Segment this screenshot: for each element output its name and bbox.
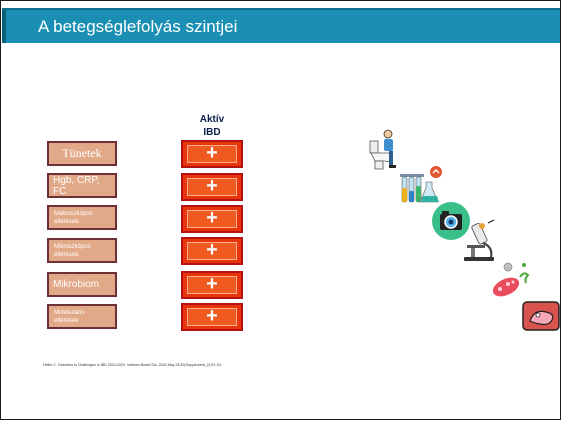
row-label-line2: eltérések bbox=[54, 251, 79, 258]
title-bar: A betegséglefolyás szintjei bbox=[2, 8, 560, 43]
plus-sign: + bbox=[206, 305, 218, 327]
plus-cell-inner bbox=[187, 276, 237, 294]
plus-cell-inner bbox=[187, 242, 237, 260]
plus-cell: + bbox=[181, 237, 243, 265]
plus-cell: + bbox=[181, 303, 243, 331]
row-label-text: Mikrobiom bbox=[53, 279, 100, 290]
plus-cell-inner bbox=[187, 210, 237, 228]
plus-cell: + bbox=[181, 205, 243, 233]
toilet-person-icon bbox=[369, 129, 396, 170]
row-label-macroscopic: Makroszkópos eltérések bbox=[47, 205, 117, 230]
row-label-microbiome: Mikrobiom bbox=[47, 272, 117, 297]
plus-cell: + bbox=[181, 271, 243, 299]
citation: Heller C. Overview to Challenges in IBD … bbox=[43, 363, 222, 367]
plus-sign: + bbox=[206, 142, 218, 164]
row-label-line2: eltérések bbox=[54, 317, 79, 324]
plus-sign: + bbox=[206, 207, 218, 229]
column-header-line2: IBD bbox=[203, 127, 221, 138]
plus-cell: + bbox=[181, 173, 243, 201]
row-label-microscopic: Mikroszkópos eltérések bbox=[47, 238, 117, 263]
row-label-line1: Molekuláris bbox=[54, 309, 85, 316]
column-header-line1: Aktív bbox=[199, 114, 225, 125]
row-label-line2: eltérések bbox=[54, 218, 79, 225]
row-label-molecular: Molekuláris eltérések bbox=[47, 304, 117, 329]
plus-sign: + bbox=[206, 175, 218, 197]
row-label-text: Tünetek bbox=[62, 146, 102, 160]
row-label-line1: Makroszkópos bbox=[54, 210, 93, 217]
row-label-text: Hgb, CRP, FC bbox=[53, 174, 100, 197]
plus-cell: + bbox=[181, 140, 243, 168]
microscope-icon bbox=[464, 219, 495, 261]
row-label-labs: Hgb, CRP, FC bbox=[47, 173, 117, 198]
plus-sign: + bbox=[206, 239, 218, 261]
lab-tubes-icon bbox=[400, 166, 442, 203]
column-header: Aktív IBD bbox=[181, 113, 243, 139]
title-accent bbox=[2, 10, 6, 43]
row-label-line1: Mikroszkópos bbox=[54, 243, 91, 250]
dna-gel-icon bbox=[522, 301, 560, 331]
endoscopy-camera-icon bbox=[432, 202, 470, 240]
bacteria-icon bbox=[492, 262, 530, 297]
row-label-symptoms: Tünetek bbox=[47, 141, 117, 166]
plus-cell-inner bbox=[187, 145, 237, 163]
plus-sign: + bbox=[206, 273, 218, 295]
plus-cell-inner bbox=[187, 308, 237, 326]
slide-title: A betegséglefolyás szintjei bbox=[38, 17, 238, 36]
plus-cell-inner bbox=[187, 178, 237, 196]
